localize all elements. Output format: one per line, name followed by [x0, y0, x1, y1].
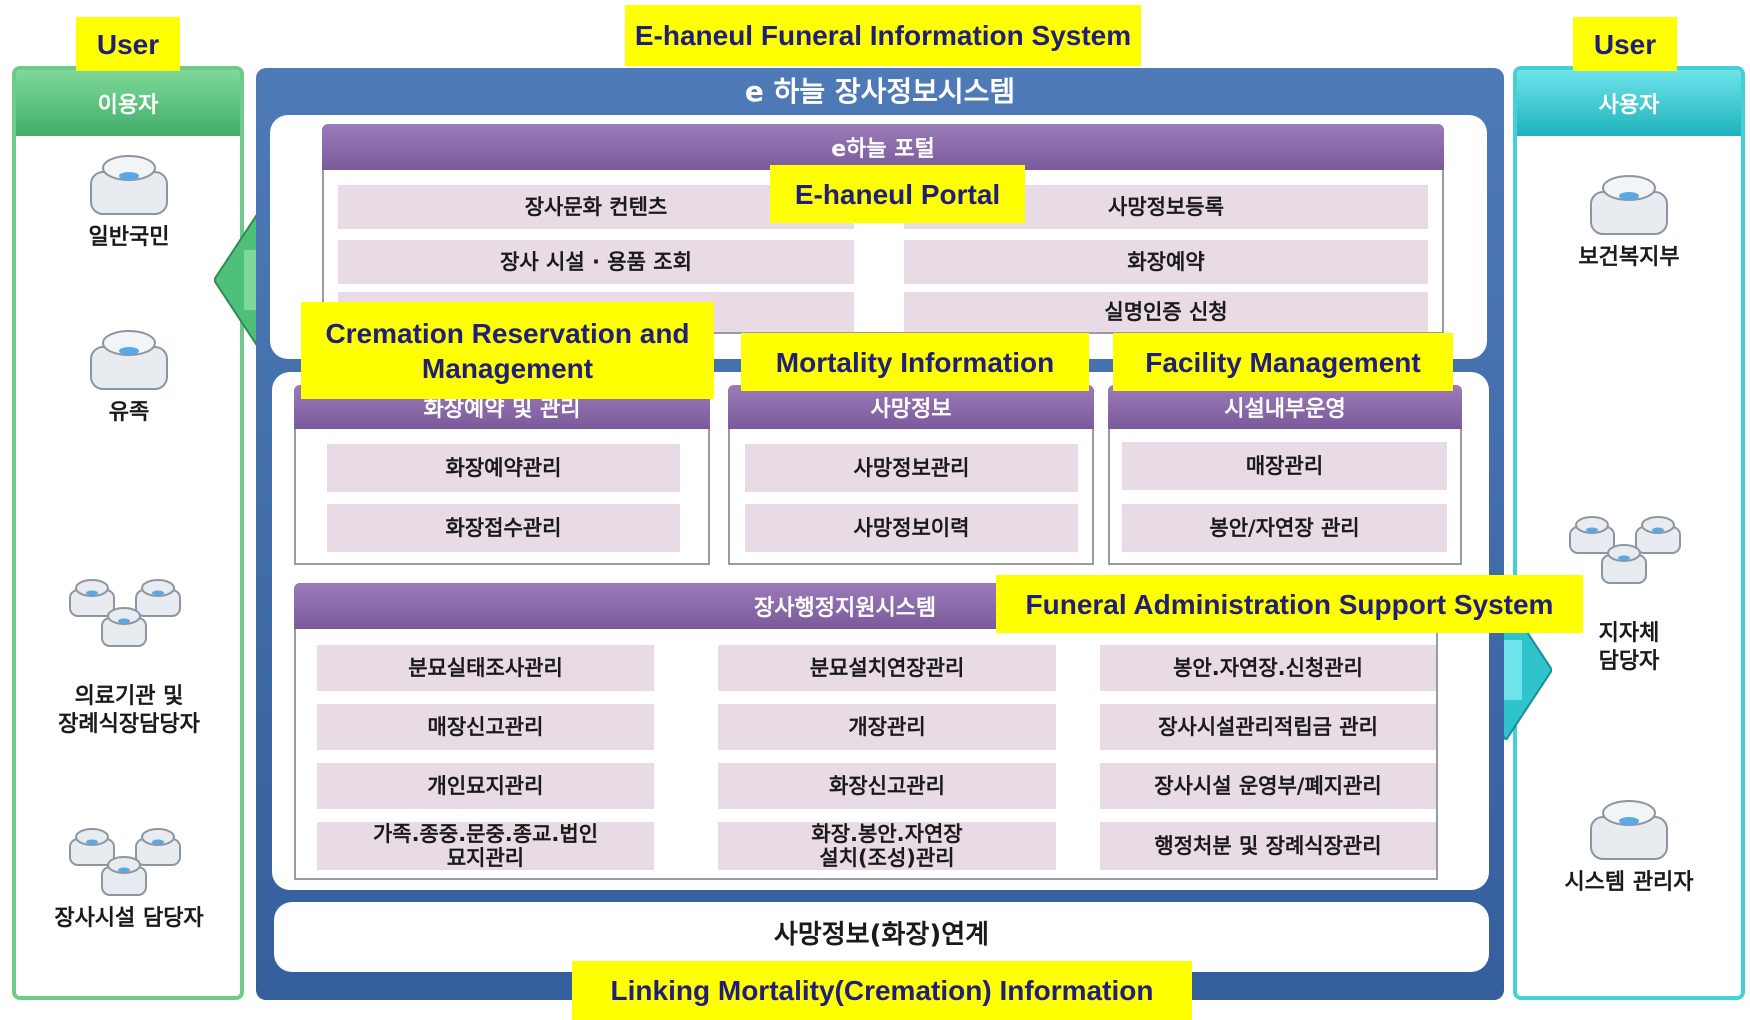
user-left-label-en: User — [76, 17, 180, 71]
actor-medical-funeral-staff: 의료기관 및 장례식장담당자 — [14, 548, 244, 766]
admin-item[interactable]: 매장신고관리 — [317, 704, 654, 750]
admin-item[interactable]: 분묘설치연장관리 — [718, 645, 1056, 691]
admin-item[interactable]: 장사시설 운영부/폐지관리 — [1100, 763, 1436, 809]
portal-item[interactable]: 장사 시설 · 용품 조회 — [338, 240, 854, 284]
admin-item[interactable]: 장사시설관리적립금 관리 — [1100, 704, 1436, 750]
admin-item[interactable]: 화장.봉안.자연장 설치(조성)관리 — [718, 822, 1056, 870]
portal-item[interactable]: 화장예약 — [904, 240, 1428, 284]
admin-item[interactable]: 개인묘지관리 — [317, 763, 654, 809]
actor-funeral-facility-staff: 장사시설 담당자 — [14, 825, 244, 933]
actor-ministry-health: 보건복지부 — [1514, 170, 1744, 272]
admin-label-en: Funeral Administration Support System — [996, 575, 1583, 633]
cremation-item[interactable]: 화장접수관리 — [327, 504, 680, 552]
portal-item[interactable]: 실명인증 신청 — [904, 292, 1428, 332]
linking-label-en: Linking Mortality(Cremation) Information — [572, 961, 1192, 1020]
actor-local-gov-staff: 지자체 담당자 — [1514, 485, 1744, 703]
left-panel-title: 이용자 — [16, 70, 240, 136]
admin-item[interactable]: 행정처분 및 장례식장관리 — [1100, 822, 1436, 870]
mortality-item[interactable]: 사망정보관리 — [745, 444, 1078, 492]
admin-item[interactable]: 봉안.자연장.신청관리 — [1100, 645, 1436, 691]
actor-general-public: 일반국민 — [14, 150, 244, 252]
mortality-item[interactable]: 사망정보이력 — [745, 504, 1078, 552]
portal-item[interactable]: 장사문화 컨텐츠 — [338, 185, 854, 229]
left-user-panel: 이용자 — [12, 66, 244, 1000]
system-label-en: E-haneul Funeral Information System — [625, 5, 1141, 66]
linking-text: 사망정보(화장)연계 — [773, 919, 990, 950]
cremation-item[interactable]: 화장예약관리 — [327, 444, 680, 492]
facility-item[interactable]: 봉안/자연장 관리 — [1122, 504, 1447, 552]
actor-label: 의료기관 및 장례식장담당자 — [58, 684, 200, 737]
person-icon — [1590, 800, 1668, 860]
facility-title: 시설내부운영 — [1108, 385, 1462, 429]
person-icon — [90, 330, 168, 390]
user-right-label-en: User — [1573, 17, 1677, 71]
system-title: e 하늘 장사정보시스템 — [744, 75, 1016, 108]
actor-system-admin: 시스템 관리자 — [1514, 795, 1744, 897]
admin-item[interactable]: 가족.종중.문중.종교.법인 묘지관리 — [317, 822, 654, 870]
mortality-label-en: Mortality Information — [741, 333, 1089, 391]
right-panel-title: 사용자 — [1517, 70, 1741, 136]
group-icon — [1569, 515, 1681, 584]
actor-label: 장사시설 담당자 — [54, 906, 204, 931]
facility-item[interactable]: 매장관리 — [1122, 442, 1447, 490]
admin-item[interactable]: 화장신고관리 — [718, 763, 1056, 809]
linking-bar: 사망정보(화장)연계 — [274, 902, 1489, 972]
admin-title-text: 장사행정지원시스템 — [754, 596, 937, 621]
actor-label: 지자체 담당자 — [1598, 621, 1660, 674]
actor-label: 보건복지부 — [1578, 245, 1680, 270]
group-icon — [69, 828, 181, 896]
portal-title: e하늘 포털 — [322, 124, 1444, 170]
facility-label-en: Facility Management — [1113, 333, 1453, 391]
actor-bereaved-family: 유족 — [14, 325, 244, 427]
person-icon — [1590, 175, 1668, 235]
person-icon — [90, 155, 168, 215]
actor-label: 시스템 관리자 — [1564, 870, 1694, 895]
cremation-label-en: Cremation Reservation and Management — [301, 302, 714, 399]
actor-label: 유족 — [108, 400, 150, 425]
admin-item[interactable]: 개장관리 — [718, 704, 1056, 750]
actor-label: 일반국민 — [88, 225, 170, 250]
admin-item[interactable]: 분묘실태조사관리 — [317, 645, 654, 691]
mortality-title: 사망정보 — [728, 385, 1094, 429]
portal-label-en: E-haneul Portal — [770, 165, 1025, 223]
group-icon — [69, 578, 181, 647]
